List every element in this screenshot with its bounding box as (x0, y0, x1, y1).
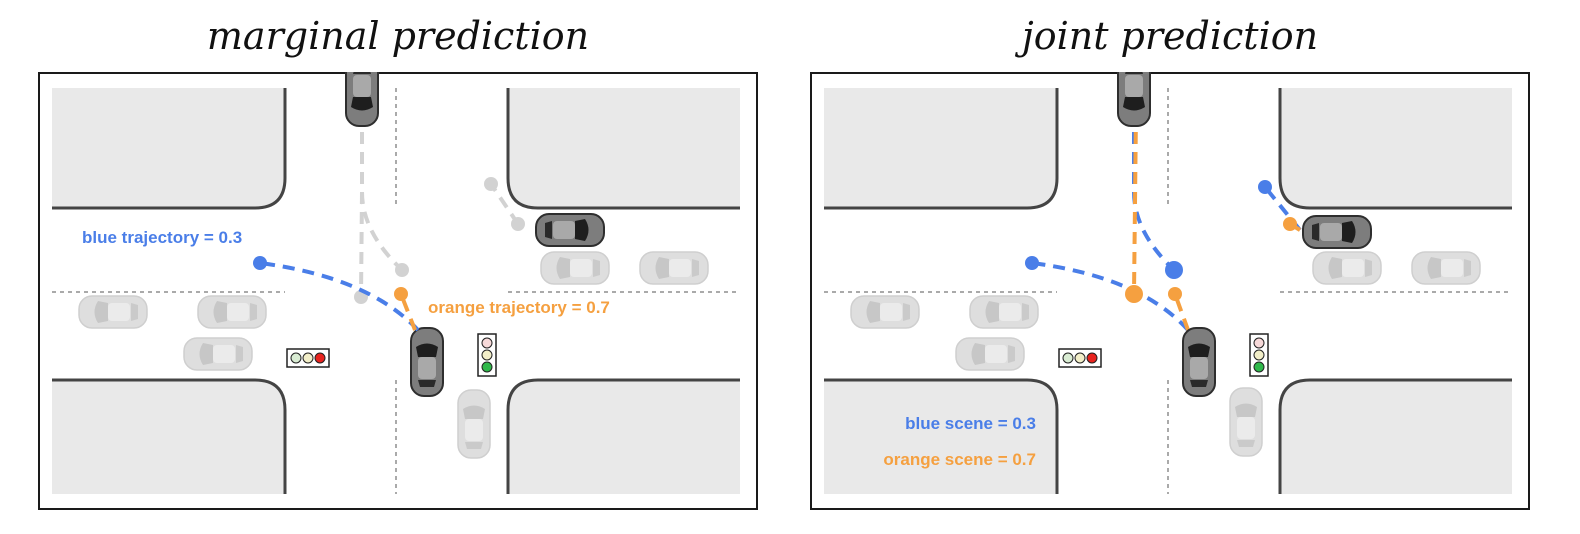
blue-scene-label: blue scene = 0.3 (905, 414, 1036, 433)
orange-scene-label: orange scene = 0.7 (883, 450, 1036, 469)
traffic-light-icon (1249, 333, 1269, 377)
blue-trajectory (259, 261, 420, 332)
car-icon (535, 213, 605, 247)
orange-trajectory-endpoint (394, 287, 408, 301)
traffic-light-icon (477, 333, 497, 377)
faded-trajectories (359, 112, 520, 298)
blue-trajectory-label: blue trajectory = 0.3 (82, 228, 242, 247)
car-icon (410, 327, 444, 397)
scene-endpoints (1025, 180, 1297, 303)
blue-scene-trajectory (1031, 261, 1190, 332)
faded-trajectory-endpoints (354, 177, 525, 304)
car-icon (1117, 72, 1151, 127)
city-blocks (52, 88, 740, 494)
car-icon (1182, 327, 1216, 397)
lane-markings (824, 88, 1512, 494)
traffic-light-icon (286, 348, 330, 368)
title-marginal-prediction: marginal prediction (206, 14, 590, 58)
orange-scene-trajectory (1132, 111, 1138, 295)
car-icon (1302, 215, 1372, 249)
lane-markings (52, 88, 740, 494)
joint-prediction-panel: blue scene = 0.3 orange scene = 0.7 (810, 72, 1530, 510)
orange-trajectory-label: orange trajectory = 0.7 (428, 298, 610, 317)
title-joint-prediction: joint prediction (1021, 14, 1319, 58)
city-blocks (824, 88, 1512, 494)
marginal-prediction-panel: blue trajectory = 0.3 orange trajectory … (38, 72, 758, 510)
car-icon (345, 72, 379, 127)
orange-trajectory (399, 293, 417, 331)
traffic-light-icon (1058, 348, 1102, 368)
blue-trajectory-endpoint (253, 256, 267, 270)
